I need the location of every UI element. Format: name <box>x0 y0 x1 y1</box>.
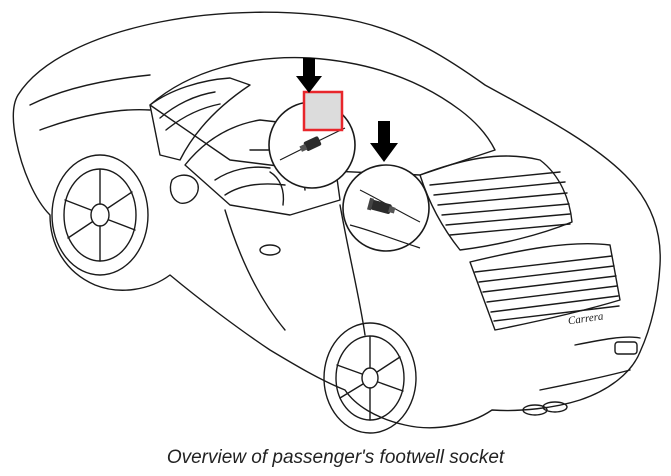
down-arrow-icon <box>296 58 322 93</box>
car-illustration: Carrera <box>12 11 661 434</box>
rear-wheel <box>323 322 417 434</box>
car-body-outline <box>12 11 661 429</box>
socket-highlight-frame <box>302 90 344 132</box>
detail-circle-rear-socket <box>342 164 430 252</box>
roof-outline <box>149 56 496 176</box>
side-mirror <box>169 174 199 204</box>
figure-caption: Overview of passenger's footwell socket <box>166 447 505 468</box>
side-window <box>184 119 341 216</box>
model-badge: Carrera <box>567 310 604 327</box>
engine-grille <box>469 242 621 331</box>
front-wheel <box>51 154 149 276</box>
down-arrow-icon <box>370 121 398 162</box>
windshield <box>149 77 251 161</box>
rear-window <box>419 155 573 251</box>
